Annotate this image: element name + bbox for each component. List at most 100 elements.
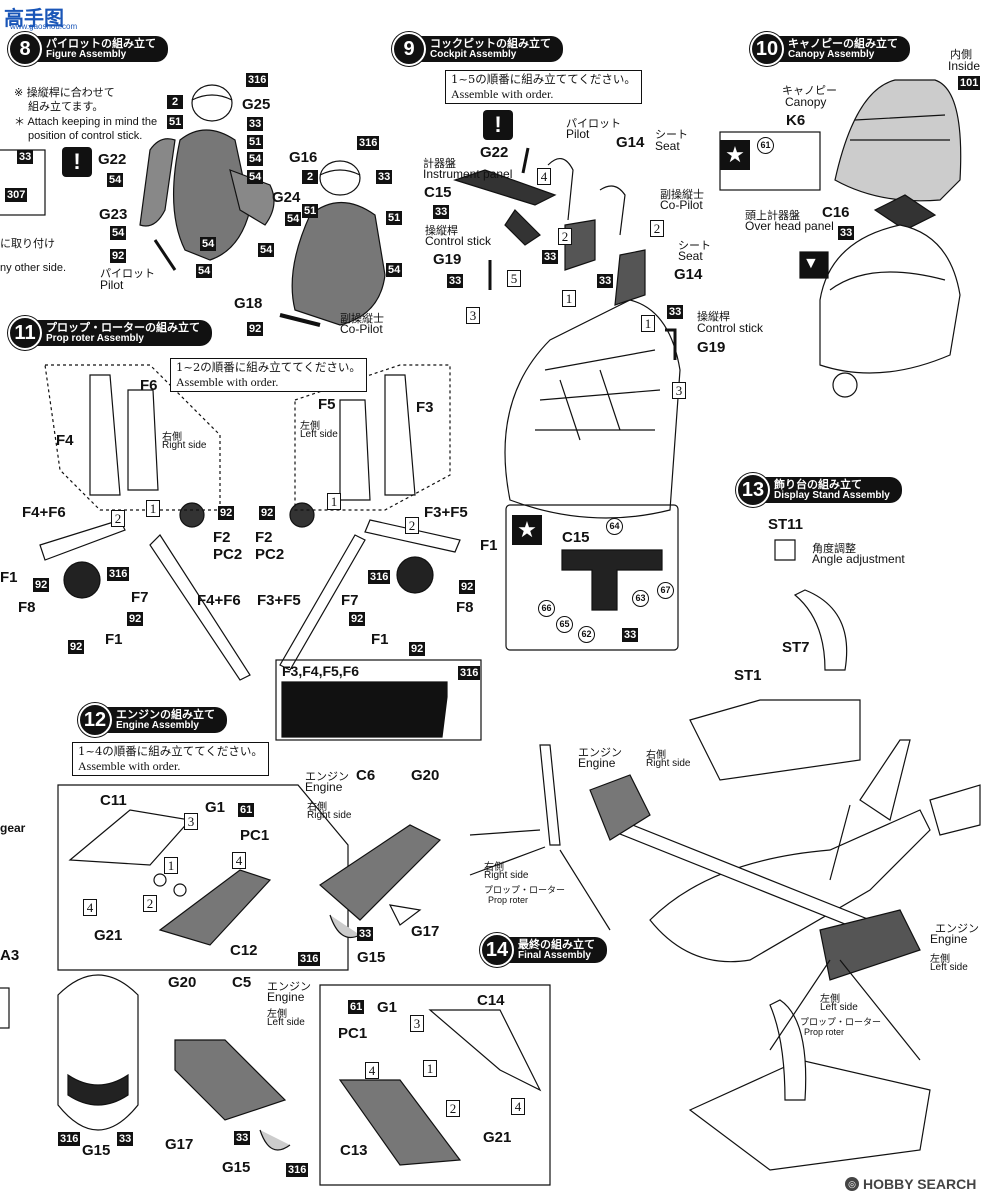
color-code: 54 — [107, 173, 124, 187]
pilot-label-en: Pilot — [100, 278, 124, 292]
part-label: F3 — [416, 399, 434, 416]
part-label: ST7 — [782, 639, 810, 656]
left-side-en: Left side — [820, 1002, 858, 1013]
color-code: 316 — [368, 570, 391, 584]
color-code: 92 — [218, 506, 235, 520]
step-9-order-note: 1~5の順番に組み立ててください。 Assemble with order. — [445, 70, 642, 105]
color-code: 33 — [838, 226, 855, 240]
part-label: F4+F6 — [22, 504, 66, 521]
color-code: 54 — [247, 152, 264, 166]
color-code: 92 — [349, 612, 366, 626]
watermark-logo: 高手图 — [4, 6, 64, 30]
edge-text: ny other side. — [0, 262, 67, 274]
part-label: F2 — [213, 529, 231, 546]
part-label: G22 — [98, 151, 127, 168]
right-side-jp: 右側 — [646, 750, 666, 761]
color-code: 33 — [117, 1132, 134, 1146]
color-code: 54 — [110, 226, 127, 240]
instrument-label-en: Instrument panel — [423, 167, 513, 181]
color-code: 61 — [238, 803, 255, 817]
color-code: 92 — [127, 612, 144, 626]
part-label: G14 — [616, 134, 645, 151]
right-side-jp: 右側 — [162, 432, 182, 443]
inside-label-jp: 内側 — [950, 48, 972, 61]
color-code: 66 — [538, 600, 555, 617]
engine-label-jp: エンジン — [578, 746, 622, 759]
part-label: F5 — [318, 396, 336, 413]
part-label: G1 — [205, 799, 226, 816]
note-jp: 1~2の順番に組み立ててください。 — [176, 360, 361, 374]
color-code: 316 — [458, 666, 481, 680]
order-number: 4 — [365, 1062, 379, 1079]
color-code: 101 — [958, 76, 981, 90]
color-code: 67 — [657, 582, 674, 599]
display-stand — [688, 539, 931, 1171]
right-side-jp: 右側 — [484, 862, 504, 873]
part-label: G15 — [82, 1142, 111, 1159]
step-number: 9 — [392, 32, 426, 66]
canopy — [819, 79, 962, 398]
seat-label-en: Seat — [655, 139, 680, 153]
copilot-label-en: Co-Pilot — [340, 322, 383, 336]
edge-text: A3 — [0, 947, 20, 964]
part-label: C13 — [340, 1142, 368, 1159]
note-line: 組み立てます。 — [28, 100, 104, 114]
control-label-en: Control stick — [425, 234, 492, 248]
color-code: 54 — [258, 243, 275, 257]
part-label: F1 — [371, 631, 389, 648]
order-number: 2 — [405, 517, 419, 534]
color-code: 54 — [285, 212, 302, 226]
order-number: 1 — [327, 493, 341, 510]
color-code: 316 — [286, 1163, 309, 1177]
note-jp: 1~5の順番に組み立ててください。 — [451, 72, 636, 86]
color-code: 92 — [247, 322, 264, 336]
note-line: position of control stick. — [28, 129, 143, 142]
left-side-en: Left side — [300, 429, 338, 440]
step-title-jp: コックピットの組み立て — [430, 36, 551, 50]
color-code: 33 — [667, 305, 684, 319]
color-code: 33 — [597, 274, 614, 288]
color-code: 51 — [167, 115, 184, 129]
control-label-en: Control stick — [697, 321, 764, 335]
color-code: 33 — [357, 927, 374, 941]
color-code: 61 — [757, 137, 774, 154]
engine-left — [174, 1039, 291, 1151]
step-number: 14 — [480, 933, 514, 967]
part-label: C15 — [424, 184, 452, 201]
color-code: 2 — [302, 170, 318, 184]
part-label: C12 — [230, 942, 258, 959]
step-title-jp: パイロットの組み立て — [46, 36, 156, 50]
step-title-jp: 飾り台の組み立て — [774, 477, 862, 491]
order-number: 1 — [164, 857, 178, 874]
part-label: F7 — [131, 589, 149, 606]
engine-label-en: Engine — [930, 932, 968, 946]
part-label: C16 — [822, 204, 850, 221]
note-jp: 1~4の順番に組み立ててください。 — [78, 744, 263, 758]
engine-label-en: Engine — [305, 780, 343, 794]
copilot-label-jp: 副操縦士 — [660, 188, 704, 201]
glue-icon: ▼ — [803, 255, 819, 272]
color-code: 61 — [348, 1000, 365, 1014]
copilot-label-en: Co-Pilot — [660, 198, 703, 212]
part-label: F6 — [140, 377, 158, 394]
part-label: G22 — [480, 144, 509, 161]
part-label: F1 — [0, 569, 18, 586]
detail-box-c15 — [505, 504, 679, 651]
right-side-jp: 右側 — [307, 802, 327, 813]
caution-icon: ! — [62, 147, 92, 177]
canopy-label-en: Canopy — [785, 95, 827, 109]
color-code: 54 — [200, 237, 217, 251]
part-label: G17 — [411, 923, 440, 940]
color-code: 33 — [17, 150, 34, 164]
blade-paint-title: F3,F4,F5,F6 — [282, 663, 360, 679]
step-title-en: Display Stand Assembly — [774, 489, 890, 501]
color-code: 54 — [386, 263, 403, 277]
watermark-url: www.gaoshou.com — [10, 22, 78, 31]
part-label: PC1 — [338, 1025, 368, 1042]
engine-right — [319, 824, 442, 939]
color-code: 33 — [247, 117, 264, 131]
part-label: F1 — [480, 537, 498, 554]
